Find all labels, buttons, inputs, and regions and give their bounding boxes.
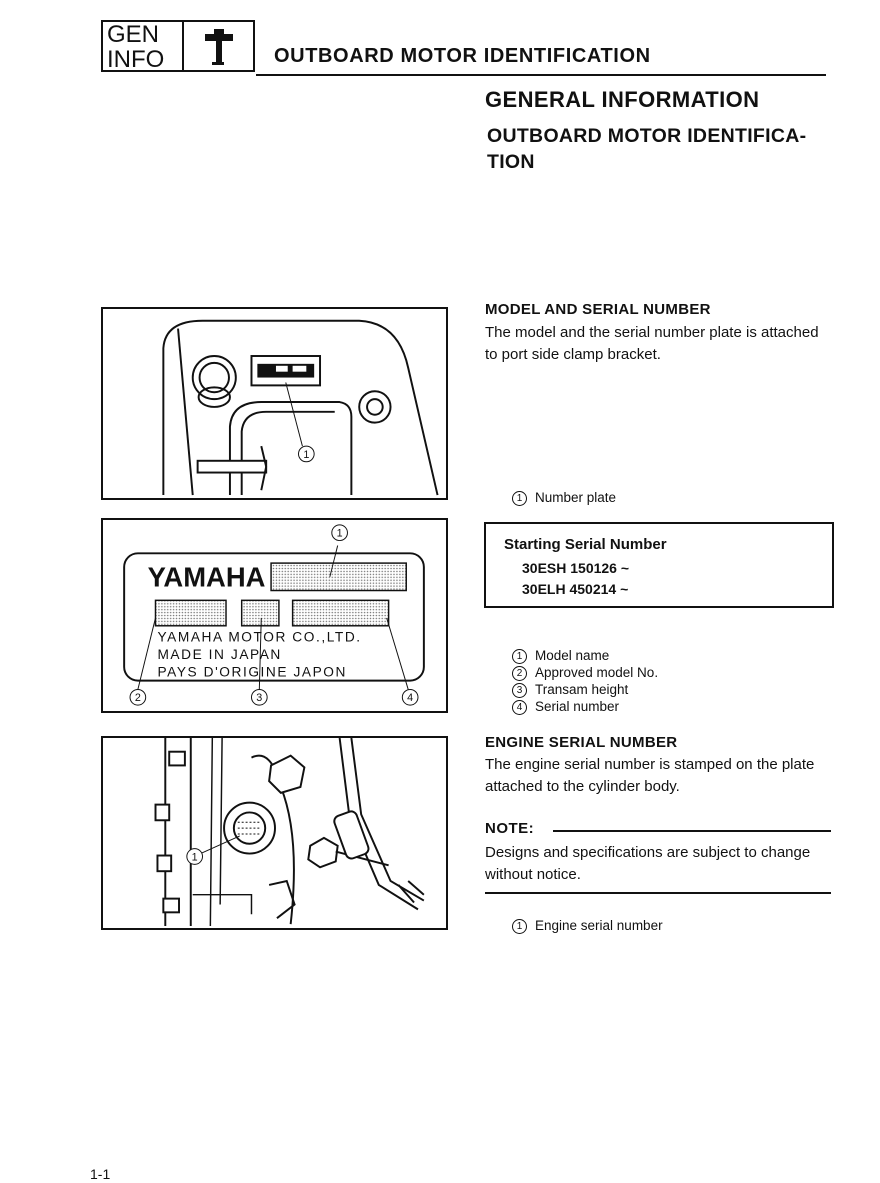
note-text-line2: without notice.: [485, 866, 581, 883]
general-information-heading: GENERAL INFORMATION: [485, 87, 760, 112]
model-serial-heading: MODEL AND SERIAL NUMBER: [485, 301, 711, 318]
plate-callout-1: 1: [337, 528, 343, 540]
number-plate-figure: YAMAHA YAMAHA MOTOR CO.,LTD. MADE IN JAP…: [101, 518, 448, 713]
model-serial-text-line1: The model and the serial number plate is…: [485, 324, 819, 341]
plate-line-1: YAMAHA MOTOR CO.,LTD.: [157, 629, 361, 644]
header-title: OUTBOARD MOTOR IDENTIFICATION: [274, 45, 651, 67]
number-plate-caption: 1 Number plate: [512, 489, 616, 506]
caption-label: Number plate: [535, 490, 617, 505]
caption-label: Engine serial number: [535, 918, 663, 933]
plate-line-2: MADE IN JAPAN: [157, 647, 281, 662]
section-tab: GEN INFO: [101, 20, 255, 72]
starting-serial-line-1: 30ESH 150126 ~: [522, 560, 630, 576]
figure3-callout-1: 1: [192, 851, 198, 863]
engine-serial-text: The engine serial number is stamped on t…: [485, 754, 845, 798]
note-label: NOTE:: [485, 820, 535, 837]
plate-brand: YAMAHA: [148, 562, 266, 593]
outboard-motor-icon: [205, 29, 233, 65]
starting-serial-box: Starting Serial Number 30ESH 150126 ~ 30…: [484, 522, 834, 608]
section-tab-label: GEN INFO: [107, 22, 164, 72]
note-text-line1: Designs and specifications are subject t…: [485, 844, 811, 861]
section-tab-bottom: INFO: [107, 46, 165, 73]
model-serial-text-line2: to port side clamp bracket.: [485, 346, 661, 363]
engine-serial-text-line2: attached to the cylinder body.: [485, 778, 680, 795]
engine-serial-figure: 1: [101, 736, 448, 930]
model-serial-text: The model and the serial number plate is…: [485, 322, 845, 366]
note-text: Designs and specifications are subject t…: [485, 842, 845, 886]
note-rule-bottom: [485, 892, 831, 894]
identification-heading-line2: TION: [487, 151, 535, 173]
page-number: 1-1: [90, 1166, 111, 1182]
plate-callout-4: 4: [407, 692, 413, 704]
section-tab-divider: [182, 22, 184, 70]
plate-callout-3: 3: [256, 692, 262, 704]
plate-line-3: PAYS D'ORIGINE JAPON: [157, 665, 347, 680]
plate-callout-2: 2: [135, 692, 141, 704]
header-rule: [256, 74, 826, 76]
engine-serial-text-line1: The engine serial number is stamped on t…: [485, 756, 815, 773]
starting-serial-title: Starting Serial Number: [504, 536, 667, 553]
caption-number: 1: [512, 919, 527, 934]
identification-heading: OUTBOARD MOTOR IDENTIFICA- TION: [487, 123, 847, 175]
identification-heading-line1: OUTBOARD MOTOR IDENTIFICA-: [487, 125, 807, 147]
starting-serial-line-2: 30ELH 450214 ~: [522, 581, 629, 597]
engine-serial-caption: 1 Engine serial number: [512, 917, 663, 934]
figure1-callout-1: 1: [303, 449, 309, 461]
section-tab-top: GEN: [107, 21, 160, 48]
engine-serial-heading: ENGINE SERIAL NUMBER: [485, 734, 678, 751]
clamp-bracket-figure: 1: [101, 307, 448, 500]
caption-number: 1: [512, 491, 527, 506]
note-rule-top: [553, 830, 831, 832]
